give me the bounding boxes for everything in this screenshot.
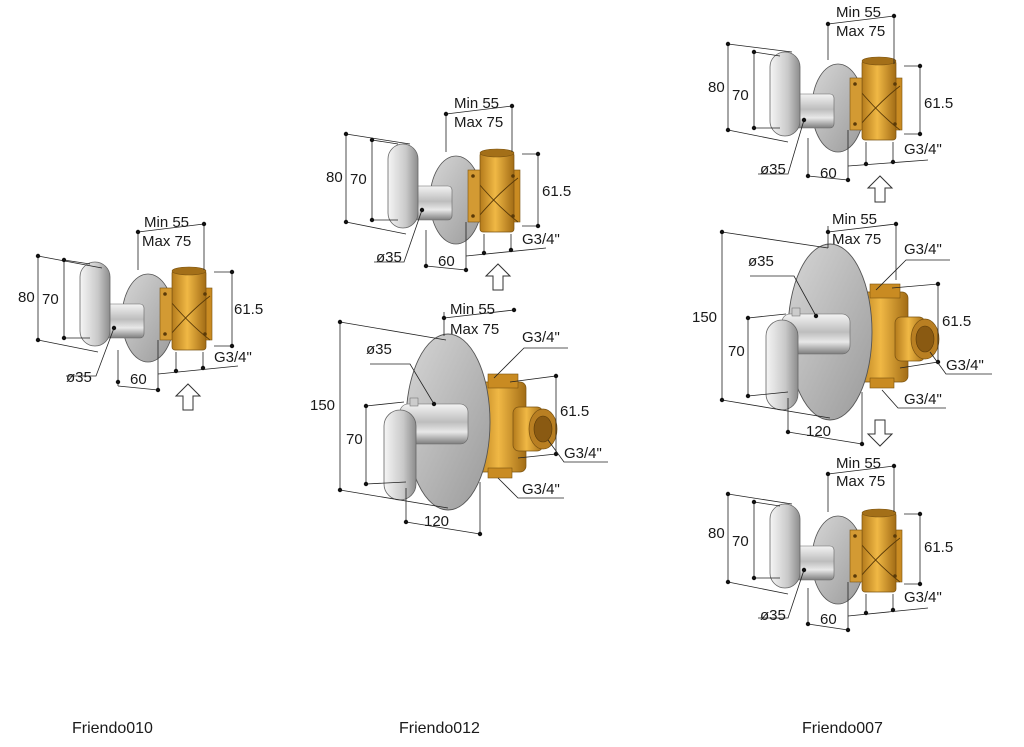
label-height-handle: 70 xyxy=(350,171,367,188)
label-height-handle: 70 xyxy=(346,431,363,448)
drawing-friendo007-stop-valve-bottom: Min 55 Max 75 80 70 61.5 G3/4" ø35 60 xyxy=(708,455,953,633)
label-min-depth: Min 55 xyxy=(836,455,881,472)
label-thread-top: G3/4" xyxy=(904,241,942,258)
label-thread-top: G3/4" xyxy=(522,329,560,346)
label-height-outer: 80 xyxy=(708,79,725,96)
label-rosette-width: 120 xyxy=(806,423,831,440)
label-rosette-width: 120 xyxy=(424,513,449,530)
label-min-depth: Min 55 xyxy=(144,214,189,231)
label-max-depth: Max 75 xyxy=(142,233,191,250)
label-height-handle: 70 xyxy=(728,343,745,360)
label-body-height: 61.5 xyxy=(924,95,953,112)
label-diameter: ø35 xyxy=(760,161,786,178)
label-min-depth: Min 55 xyxy=(454,95,499,112)
label-height-handle: 70 xyxy=(732,87,749,104)
label-rosette-width: 60 xyxy=(820,165,837,182)
label-diameter: ø35 xyxy=(66,369,92,386)
label-min-depth: Min 55 xyxy=(832,211,877,228)
label-body-height: 61.5 xyxy=(942,313,971,330)
label-max-depth: Max 75 xyxy=(832,231,881,248)
flow-arrow-up-icon xyxy=(175,383,201,411)
drawing-friendo010-stop-valve: Min 55 Max 75 80 70 61.5 G3/4" ø35 60 xyxy=(18,214,263,393)
label-body-height: 61.5 xyxy=(924,539,953,556)
caption-friendo010: Friendo010 xyxy=(72,720,153,737)
label-height-handle: 70 xyxy=(732,533,749,550)
flow-arrow-up-icon xyxy=(485,263,511,291)
caption-friendo007: Friendo007 xyxy=(802,720,883,737)
label-min-depth: Min 55 xyxy=(450,301,495,318)
label-max-depth: Max 75 xyxy=(450,321,499,338)
label-height-handle: 70 xyxy=(42,291,59,308)
drawing-friendo012-thermostatic-mixer: Min 55 Max 75 150 70 ø35 61.5 G3/4" G3/4… xyxy=(310,301,608,537)
label-height-outer: 150 xyxy=(310,397,335,414)
label-thread-bottom: G3/4" xyxy=(522,481,560,498)
label-rosette-width: 60 xyxy=(130,371,147,388)
label-thread: G3/4" xyxy=(904,589,942,606)
label-max-depth: Max 75 xyxy=(836,23,885,40)
label-rosette-width: 60 xyxy=(438,253,455,270)
label-thread-bottom: G3/4" xyxy=(904,391,942,408)
drawing-friendo012-stop-valve: Min 55 Max 75 80 70 61.5 G3/4" ø35 60 xyxy=(326,95,571,273)
caption-friendo012: Friendo012 xyxy=(399,720,480,737)
label-diameter: ø35 xyxy=(366,341,392,358)
label-height-outer: 80 xyxy=(18,289,35,306)
flow-arrow-up-icon xyxy=(867,175,893,203)
label-diameter: ø35 xyxy=(376,249,402,266)
label-body-height: 61.5 xyxy=(542,183,571,200)
label-max-depth: Max 75 xyxy=(836,473,885,490)
label-diameter: ø35 xyxy=(748,253,774,270)
label-thread-side: G3/4" xyxy=(564,445,602,462)
label-thread: G3/4" xyxy=(214,349,252,366)
label-rosette-width: 60 xyxy=(820,611,837,628)
label-body-height: 61.5 xyxy=(234,301,263,318)
label-thread: G3/4" xyxy=(522,231,560,248)
label-min-depth: Min 55 xyxy=(836,4,881,21)
label-body-height: 61.5 xyxy=(560,403,589,420)
label-max-depth: Max 75 xyxy=(454,114,503,131)
label-thread-side: G3/4" xyxy=(946,357,984,374)
drawing-friendo007-thermostatic-mixer: Min 55 Max 75 150 70 ø35 61.5 G3/4" G3/4… xyxy=(692,211,992,447)
label-height-outer: 80 xyxy=(326,169,343,186)
label-height-outer: 80 xyxy=(708,525,725,542)
label-diameter: ø35 xyxy=(760,607,786,624)
flow-arrow-down-icon xyxy=(867,419,893,447)
label-height-outer: 150 xyxy=(692,309,717,326)
label-thread: G3/4" xyxy=(904,141,942,158)
drawing-friendo007-stop-valve-top: Min 55 Max 75 80 70 61.5 G3/4" ø35 60 xyxy=(708,4,953,183)
